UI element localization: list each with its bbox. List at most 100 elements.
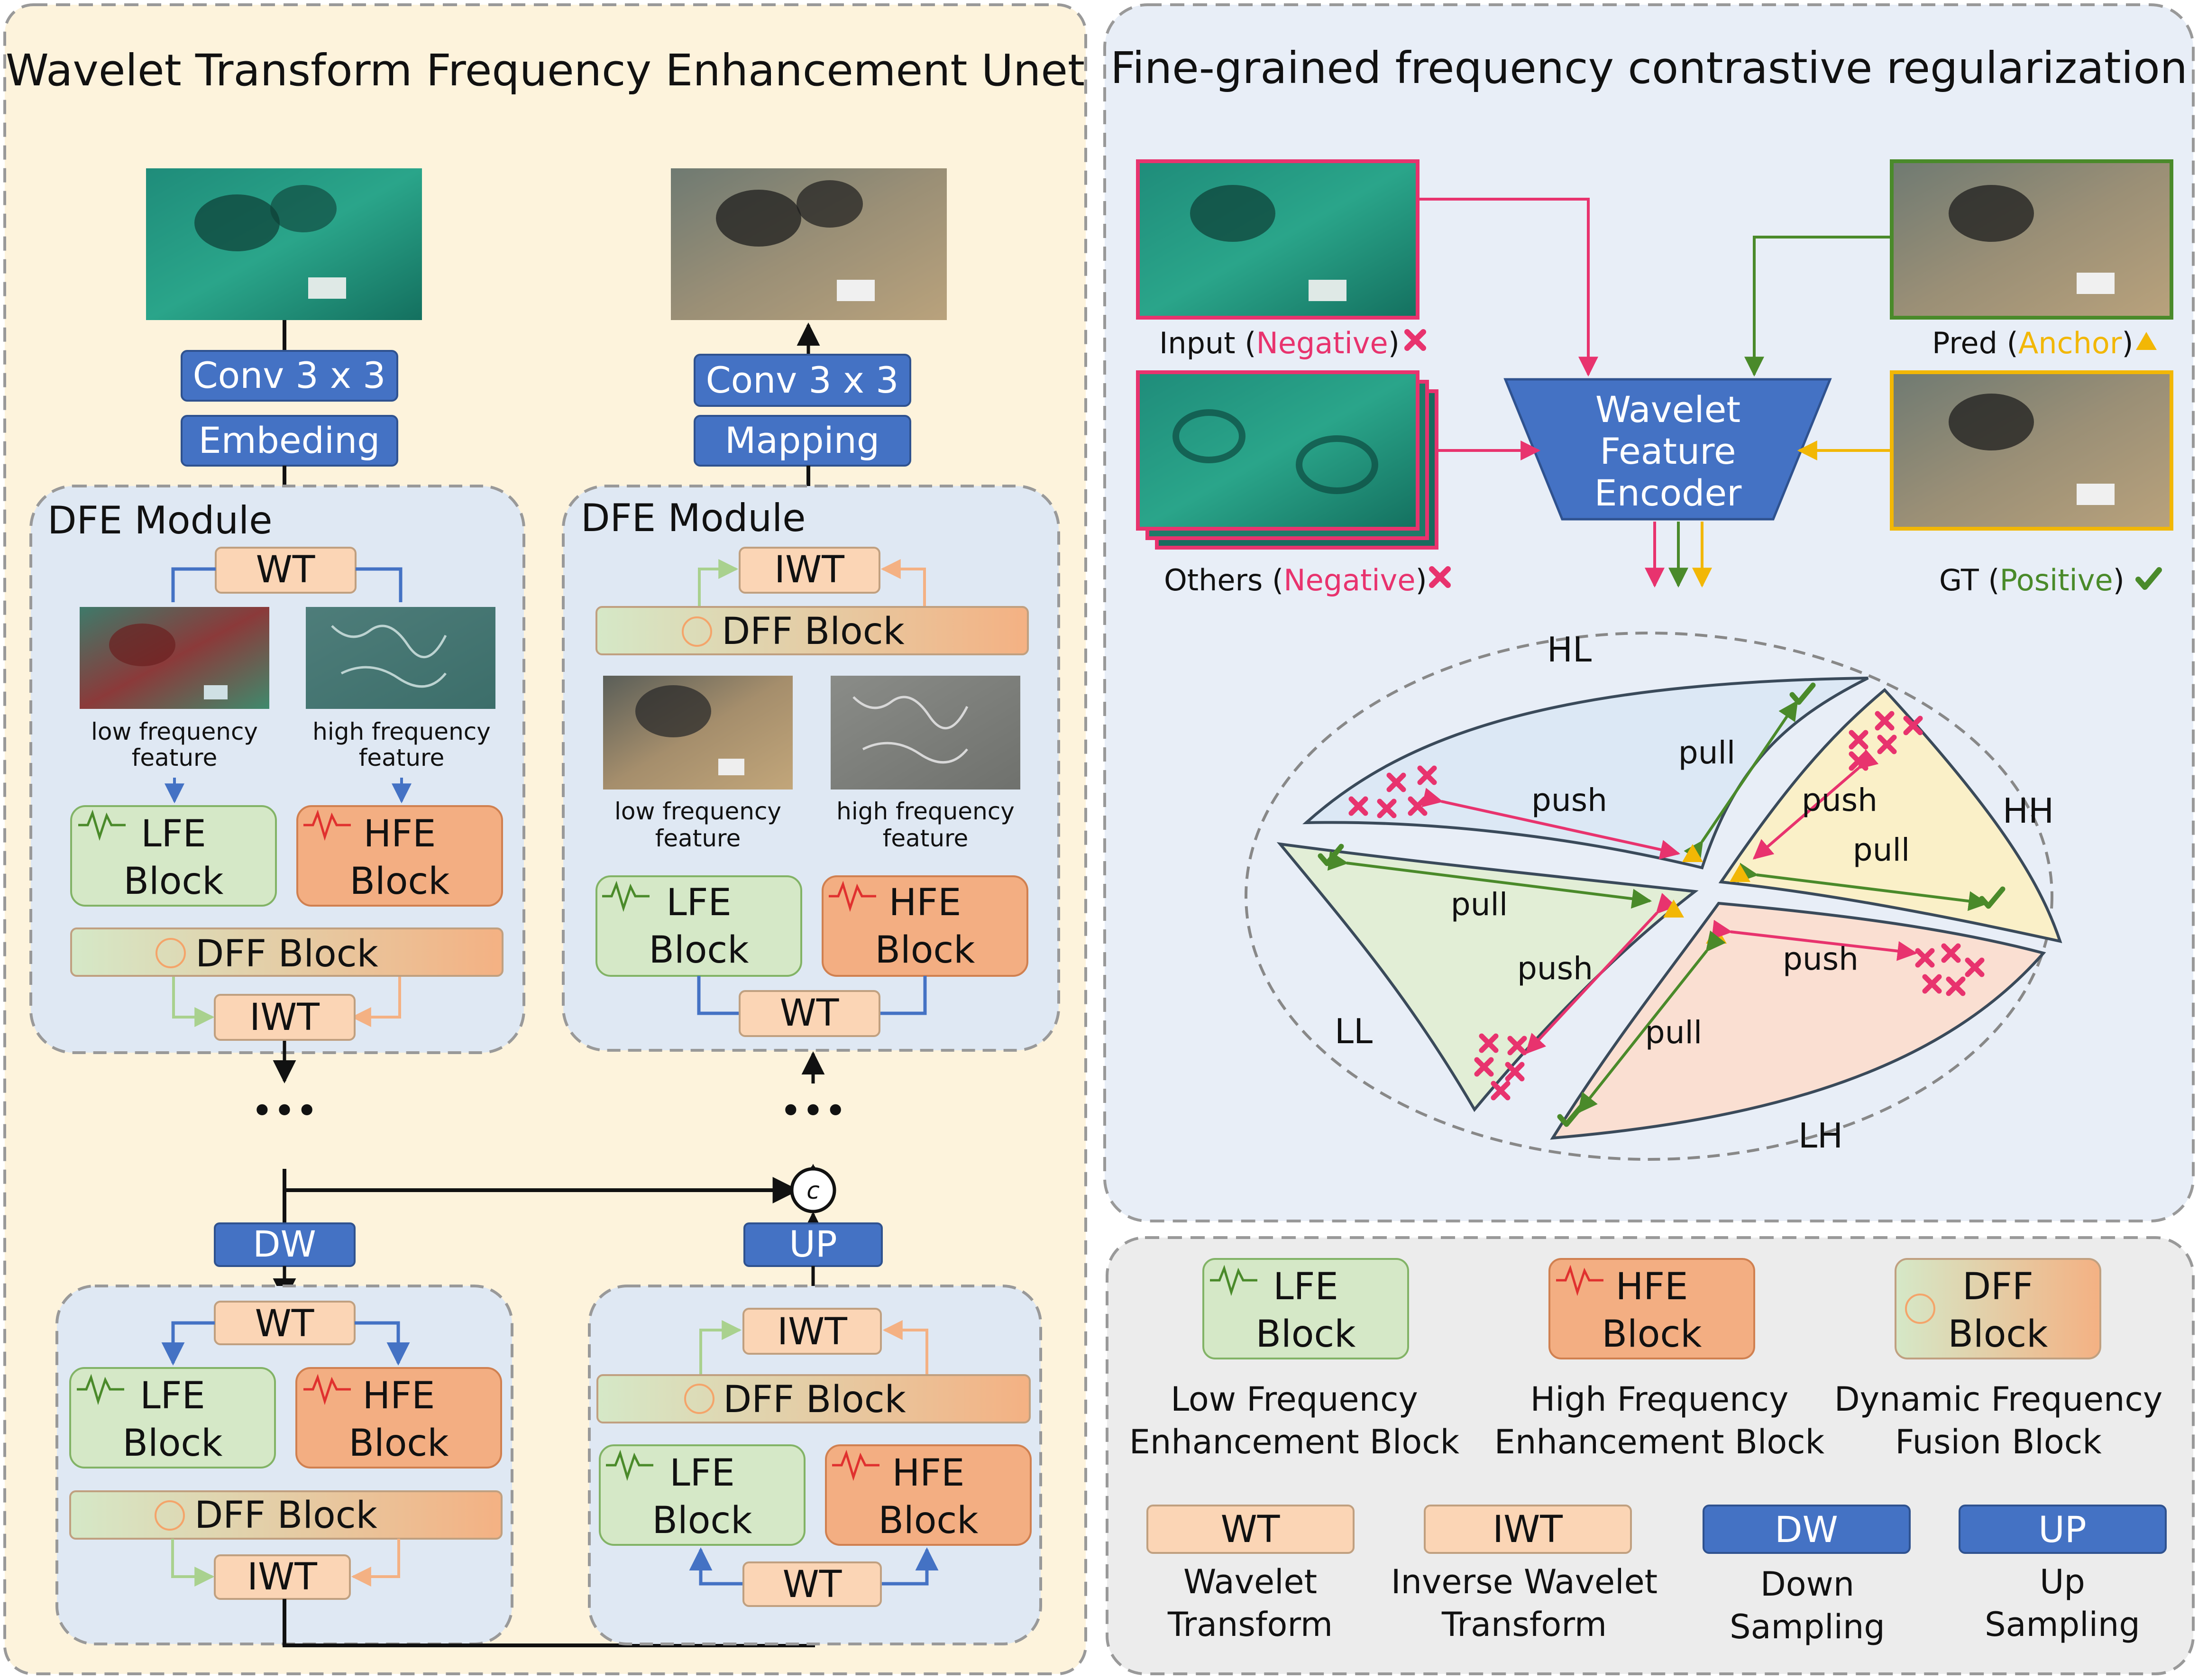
- bottom-enc-wt-label: WT: [255, 1303, 314, 1345]
- hh-pull-label: pull: [1853, 832, 1910, 868]
- bottom-enc-hfe-block: HFE Block: [295, 1367, 502, 1469]
- decoder-conv-label: Conv 3 x 3: [706, 359, 899, 401]
- bottom-enc-dff-block: DFF Block: [69, 1490, 503, 1540]
- hfe-wave-icon: [303, 809, 351, 841]
- bottom-enc-hfe-label-2: Block: [349, 1422, 449, 1465]
- encoder-label-2: Feature: [1600, 430, 1736, 472]
- legend-iwt-label: IWT: [1493, 1508, 1563, 1551]
- dff-fusion-icon: [1905, 1294, 1935, 1324]
- lfe-wave-icon: [77, 1374, 124, 1405]
- bottom-dec-hfe-block: HFE Block: [825, 1444, 1032, 1546]
- encoder-hfe-block: HFE Block: [296, 805, 503, 907]
- legend-up-label: UP: [2038, 1508, 2086, 1551]
- ll-negative-cluster: [1474, 1033, 1527, 1101]
- region-hl-label: HL: [1547, 630, 1592, 670]
- decoder-lfe-label-2: Block: [649, 929, 749, 972]
- legend-hfe: HFE Block High Frequency Enhancement Blo…: [1494, 1258, 1825, 1461]
- decoder-wt-box: [739, 990, 880, 1037]
- legend-hfe-desc-1: High Frequency: [1530, 1380, 1789, 1419]
- hl-push-label: push: [1531, 782, 1607, 818]
- decoder-hfe-label-1: HFE: [889, 881, 962, 924]
- legend-hfe-label-2: Block: [1602, 1313, 1702, 1356]
- bottom-dec-iwt-label: IWT: [777, 1311, 847, 1353]
- hfe-wave-icon: [303, 1374, 351, 1405]
- up-label: UP: [789, 1223, 837, 1265]
- encoder-lfe-label-1: LFE: [141, 813, 206, 855]
- bottom-dec-dff-label: DFF Block: [723, 1378, 906, 1421]
- bottom-dec-hfe-label-1: HFE: [892, 1452, 965, 1495]
- right-panel-title: Fine-grained frequency contrastive regul…: [1110, 43, 2188, 93]
- legend-iwt-desc-2: Transform: [1441, 1605, 1607, 1644]
- dff-fusion-icon: [155, 1500, 185, 1531]
- dff-fusion-icon: [684, 1384, 714, 1414]
- bottom-enc-dff-label: DFF Block: [194, 1494, 377, 1537]
- legend-wt: WT Wavelet Transform: [1146, 1505, 1355, 1644]
- decoder-dff-label: DFF Block: [722, 610, 905, 653]
- decoder-high-caption-2: feature: [883, 825, 969, 852]
- legend-dff-label-1: DFF: [1962, 1266, 2033, 1308]
- dw-label: DW: [253, 1223, 316, 1265]
- encoder-label-1: Wavelet: [1595, 388, 1740, 431]
- others-caption: Others (Negative): [1164, 563, 1427, 597]
- gt-caption-positive: Positive: [2000, 563, 2113, 597]
- legend-lfe-desc-1: Low Frequency: [1171, 1380, 1418, 1419]
- anchor-triangle-icon: [1682, 844, 1703, 862]
- positive-check-icon: [1557, 1104, 1584, 1127]
- legend-up: UP Up Sampling: [1959, 1505, 2167, 1644]
- anchor-triangle-icon: [1663, 900, 1684, 918]
- others-caption-prefix: Others (: [1164, 563, 1283, 597]
- decoder-low-caption-1: low frequency: [614, 798, 781, 825]
- encoder-low-freq-image: [80, 607, 269, 709]
- bottom-dec-dff-block: DFF Block: [596, 1374, 1031, 1423]
- encoder-hfe-label-1: HFE: [364, 813, 436, 855]
- anchor-triangle-icon: [2136, 332, 2157, 350]
- input-caption-close: ): [1388, 326, 1400, 360]
- legend-wt-desc-2: Transform: [1167, 1605, 1333, 1644]
- hl-pull-label: pull: [1678, 734, 1735, 771]
- ll-pull-label: pull: [1451, 886, 1508, 923]
- encoder-dff-block: DFF Block: [70, 927, 504, 977]
- legend-wt-desc-1: Wavelet: [1183, 1562, 1317, 1601]
- encoder-input-image: [146, 168, 422, 320]
- encoder-lfe-label-2: Block: [124, 860, 224, 903]
- anchor-triangle-icon: [1730, 864, 1750, 882]
- bottom-dec-iwt-box: [742, 1308, 882, 1355]
- bottom-dec-lfe-label-2: Block: [652, 1499, 752, 1542]
- pred-caption-anchor: Anchor: [2018, 326, 2122, 360]
- encoder-embed-label: Embeding: [199, 419, 380, 461]
- left-panel-title: Wavelet Transform Frequency Enhancement …: [6, 45, 1085, 96]
- encoder-wt-label: WT: [256, 549, 315, 591]
- bottom-dec-wt-label: WT: [783, 1563, 842, 1606]
- encoder-high-freq-image: [306, 607, 495, 709]
- legend-dw-desc-2: Sampling: [1730, 1607, 1885, 1646]
- lh-pull-label: pull: [1645, 1014, 1702, 1051]
- lh-negative-cluster: [1915, 943, 1985, 996]
- lfe-wave-icon: [1210, 1265, 1257, 1296]
- decoder-conv: Conv 3 x 3: [694, 354, 911, 407]
- decoder-mapping-label: Mapping: [725, 419, 879, 461]
- input-caption-negative: Negative: [1256, 326, 1388, 360]
- input-caption: Input (Negative): [1159, 326, 1400, 360]
- pred-caption-prefix: Pred (: [1932, 326, 2018, 360]
- bottom-enc-hfe-label-1: HFE: [363, 1375, 435, 1417]
- legend-lfe-label-1: LFE: [1273, 1266, 1338, 1308]
- decoder-low-freq-image: [603, 676, 793, 790]
- pred-caption: Pred (Anchor): [1932, 326, 2134, 360]
- encoder-embed: Embeding: [181, 415, 398, 467]
- hfe-wave-icon: [1556, 1265, 1603, 1296]
- decoder-hfe-label-2: Block: [875, 929, 975, 972]
- others-caption-close: ): [1416, 563, 1427, 597]
- input-negative-image: [1136, 159, 1420, 320]
- decoder-high-freq-image: [831, 676, 1020, 790]
- ll-push-label: push: [1517, 950, 1593, 987]
- decoder-ellipsis: •••: [779, 1089, 847, 1133]
- concat-node: c: [790, 1167, 836, 1213]
- decoder-low-caption-2: feature: [655, 825, 741, 852]
- decoder-hfe-block: HFE Block: [822, 875, 1028, 977]
- legend-dff-label-2: Block: [1948, 1313, 2048, 1356]
- legend-dw-desc-1: Down: [1760, 1565, 1854, 1604]
- positive-check-icon: [1979, 886, 2006, 909]
- legend-up-desc-1: Up: [2040, 1562, 2085, 1601]
- up-box: UP: [743, 1222, 883, 1267]
- bottom-dec-lfe-block: LFE Block: [599, 1444, 806, 1546]
